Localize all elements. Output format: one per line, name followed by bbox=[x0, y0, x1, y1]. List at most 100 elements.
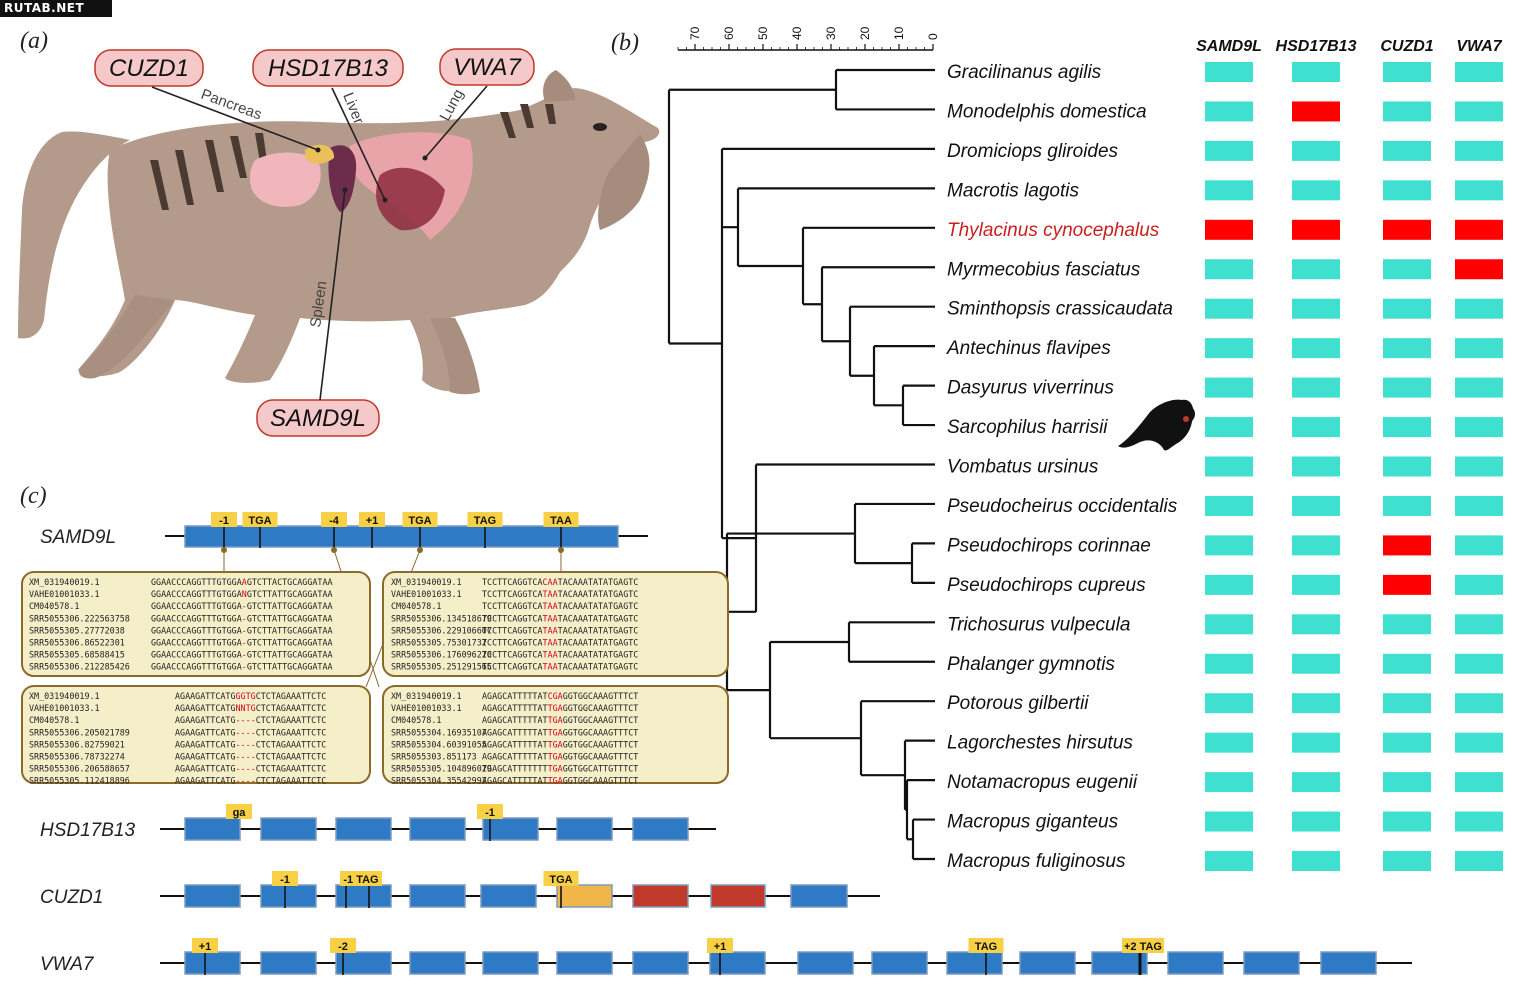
sequence-mutation: TGA bbox=[548, 739, 563, 749]
sequence-suffix: CTCTAGAAATTCTC bbox=[256, 727, 327, 737]
pointer-tip bbox=[315, 147, 321, 153]
panel-c-label: (c) bbox=[20, 483, 47, 509]
sequence-text: GGAACCCAGGTTTGTGGANGTCTTATTGCAGGATAA bbox=[151, 589, 333, 599]
gene-status-cell bbox=[1383, 693, 1431, 714]
sequence-text: GGAACCCAGGTTTGTGGA-GTCTTATTGCAGGATAA bbox=[151, 650, 333, 660]
sequence-text: TCCTTCAGGTCATAATACAAATATATGAGTC bbox=[482, 638, 638, 648]
sequence-suffix: CTCTAGAAATTCTC bbox=[256, 739, 327, 749]
thylacine-stripe bbox=[500, 112, 516, 138]
exon-block bbox=[871, 951, 928, 975]
sequence-mutation: TAA bbox=[543, 625, 558, 635]
sequence-prefix: AGAAGATTCATG bbox=[175, 739, 236, 749]
gene-status-cell bbox=[1205, 101, 1253, 122]
sequence-suffix: GGTGGCAAAGTTTCT bbox=[563, 727, 639, 737]
gene-status-cell bbox=[1455, 574, 1503, 595]
mutation-flag bbox=[272, 871, 298, 886]
gene-label-hsd17b13-pill bbox=[252, 49, 404, 87]
sequence-text: GGAACCCAGGTTTGTGGAAGTCTTACTGCAGGATAA bbox=[151, 577, 333, 587]
sequence-prefix: TCCTTCAGGTCA bbox=[482, 601, 543, 611]
gene-status-cell bbox=[1383, 180, 1431, 201]
sequence-suffix: CTCTAGAAATTCTC bbox=[256, 691, 327, 701]
sequence-id: XM_031940019.1 bbox=[391, 577, 462, 587]
sequence-id: SRR5055306.229106607 bbox=[391, 625, 492, 635]
sequence-mutation: ---- bbox=[236, 752, 256, 762]
sequence-prefix: GGAACCCAGGTTTGTGGA bbox=[151, 638, 242, 648]
sequence-mutation: - bbox=[242, 638, 247, 648]
mutation-label: -1 bbox=[219, 515, 229, 527]
sequence-suffix: GTCTTATTGCAGGATAA bbox=[247, 662, 333, 672]
mutation-label: -4 bbox=[329, 515, 340, 527]
sequence-prefix: GGAACCCAGGTTTGTGGA bbox=[151, 613, 242, 623]
sequence-prefix: GGAACCCAGGTTTGTGGA bbox=[151, 589, 242, 599]
gene-status-cell bbox=[1383, 653, 1431, 674]
sequence-text: GGAACCCAGGTTTGTGGA-GTCTTATTGCAGGATAA bbox=[151, 601, 333, 611]
gene-column-header: CUZD1 bbox=[1380, 38, 1433, 55]
alignment-box-frame bbox=[21, 571, 371, 677]
pointer-line bbox=[424, 85, 488, 159]
sequence-text: GGAACCCAGGTTTGTGGA-GTCTTATTGCAGGATAA bbox=[151, 638, 333, 648]
sequence-text: AGAAGATTCATGNNTGCTCTAGAAATTCTC bbox=[175, 703, 326, 713]
sequence-mutation: CAA bbox=[543, 577, 558, 587]
sequence-text: TGAGCATTTTTTTTGAGGTGGCATTGTTTCT bbox=[482, 764, 638, 774]
gene-status-cell bbox=[1292, 298, 1340, 319]
devil-head bbox=[1177, 405, 1195, 423]
sequence-suffix: GTCTTATTGCAGGATAA bbox=[247, 650, 333, 660]
sequence-suffix: GTCTTACTGCAGGATAA bbox=[247, 577, 333, 587]
gene-status-cell bbox=[1383, 574, 1431, 595]
gene-status-cell bbox=[1455, 298, 1503, 319]
sequence-id: SRR5055305.251291565 bbox=[391, 662, 492, 672]
sequence-mutation: ---- bbox=[236, 727, 256, 737]
exon-block bbox=[1091, 951, 1148, 975]
sequence-suffix: GGTGGCAAAGTTTCT bbox=[563, 739, 639, 749]
gene-status-cell bbox=[1292, 456, 1340, 477]
gene-status-cell bbox=[1455, 377, 1503, 398]
species-name: Vombatus ursinus bbox=[947, 457, 1099, 478]
gene-status-cell bbox=[1205, 693, 1253, 714]
gene-label-samd9l-pill bbox=[256, 399, 380, 437]
sequence-text: AGAAGATTCATG----CTCTAGAAATTCTC bbox=[175, 752, 326, 762]
sequence-mutation: - bbox=[242, 650, 247, 660]
gene-status-cell bbox=[1383, 456, 1431, 477]
exon-block bbox=[260, 951, 317, 975]
mutation-label: ga bbox=[233, 807, 247, 819]
gene-status-cell bbox=[1292, 62, 1340, 82]
mutation-flag bbox=[402, 512, 438, 527]
sequence-mutation: ---- bbox=[236, 739, 256, 749]
gene-status-cell bbox=[1383, 101, 1431, 122]
gene-status-cell bbox=[1292, 811, 1340, 832]
gene-status-cell bbox=[1205, 535, 1253, 556]
gene-status-cell bbox=[1383, 535, 1431, 556]
sequence-suffix: GTCTTATTGCAGGATAA bbox=[247, 601, 333, 611]
sequence-suffix: GTCTTATTGCAGGATAA bbox=[247, 625, 333, 635]
sequence-suffix: TACAAATATATGAGTC bbox=[558, 638, 639, 648]
mutation-flag bbox=[192, 938, 218, 953]
gene-status-cell bbox=[1455, 653, 1503, 674]
gene-status-cell bbox=[1292, 101, 1340, 122]
axis-tick-label: 60 bbox=[722, 26, 736, 40]
gene-status-cell bbox=[1383, 140, 1431, 161]
gene-status-cell bbox=[1292, 614, 1340, 635]
sequence-text: TCCTTCAGGTCATAATACAAATATATGAGTC bbox=[482, 625, 638, 635]
thylacine-tail bbox=[18, 131, 130, 339]
sequence-prefix: AGAGCATTTTTAT bbox=[482, 715, 548, 725]
sequence-suffix: CTCTAGAAATTCTC bbox=[256, 703, 327, 713]
sequence-mutation: TGA bbox=[548, 703, 563, 713]
sequence-prefix: TCCTTCAGGTCA bbox=[482, 613, 543, 623]
gene-label-vwa7: VWA7 bbox=[453, 54, 522, 81]
sequence-mutation: CGA bbox=[548, 691, 563, 701]
gene-status-cell bbox=[1383, 259, 1431, 280]
gene-status-cell bbox=[1205, 653, 1253, 674]
sequence-prefix: AGAGCATTTTTAT bbox=[482, 727, 548, 737]
sequence-suffix: TACAAATATATGAGTC bbox=[558, 625, 639, 635]
exon-block bbox=[946, 951, 1003, 975]
gene-name-cuzd1: CUZD1 bbox=[40, 887, 103, 908]
sequence-suffix: TACAAATATATGAGTC bbox=[558, 662, 639, 672]
species-name: Myrmecobius fasciatus bbox=[947, 259, 1141, 280]
exon-block bbox=[790, 884, 848, 908]
sequence-text: AGAGCATTTTTATTGAGGTGGCAAAGTTTCT bbox=[482, 715, 638, 725]
exon-block bbox=[1320, 951, 1377, 975]
alignment-box-frame bbox=[382, 685, 729, 784]
pancreas-organ bbox=[305, 144, 335, 164]
gene-status-cell bbox=[1383, 614, 1431, 635]
gene-status-cell bbox=[1292, 338, 1340, 359]
